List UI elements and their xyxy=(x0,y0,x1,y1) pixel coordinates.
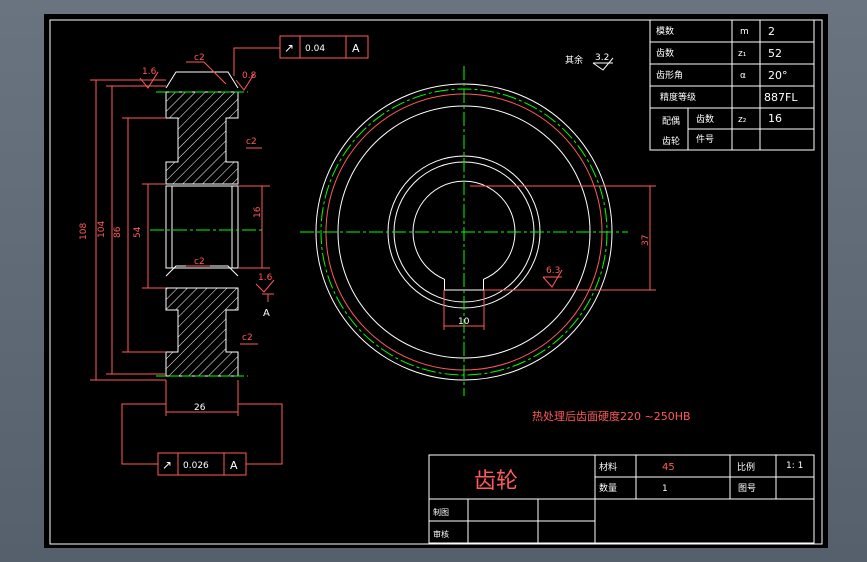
qty-label: 数量 xyxy=(599,482,617,494)
side-section-view xyxy=(150,71,262,377)
param-label-module: 模数 xyxy=(656,25,674,37)
tol-bottom-datum: A xyxy=(230,459,238,472)
param-table xyxy=(649,19,815,151)
param-value-teeth: 52 xyxy=(768,47,782,60)
title-block xyxy=(428,454,815,544)
front-dimension-lines xyxy=(443,185,656,330)
runout-icon-2: ↗ xyxy=(162,458,172,472)
frame-border xyxy=(49,19,823,545)
drawn-label: 制图 xyxy=(433,507,449,517)
dim-keyway-width: 10 xyxy=(458,317,470,327)
part-name: 齿轮 xyxy=(474,469,518,494)
dim-keyway-depth: 37 xyxy=(641,235,651,246)
lower-section xyxy=(165,287,239,377)
upper-section xyxy=(165,91,239,185)
param-label-mating-b: 齿轮 xyxy=(662,135,680,147)
param-value-accuracy: 887FL xyxy=(764,91,798,104)
param-label-mating-a: 配偶 xyxy=(662,115,680,127)
checked-label: 审核 xyxy=(433,529,449,539)
param-label-part-no: 件号 xyxy=(696,133,714,145)
rough-16-top: 1.6 xyxy=(142,67,157,77)
surface-finish-rest: 其余 3.2 xyxy=(565,53,614,71)
drawing-sheet: 模数 m 2 齿数 z₁ 52 齿形角 α 20° 精度等级 887FL 配偶 … xyxy=(44,14,828,548)
runout-icon: ↗ xyxy=(284,41,294,55)
param-label-accuracy: 精度等级 xyxy=(660,91,696,103)
param-symbol-module: m xyxy=(740,27,749,37)
rest-label: 其余 xyxy=(565,54,583,66)
dim-web: 16 xyxy=(253,206,263,218)
gear-drawing: 模数 m 2 齿数 z₁ 52 齿形角 α 20° 精度等级 887FL 配偶 … xyxy=(49,19,823,545)
param-label-angle: 齿形角 xyxy=(656,69,683,81)
param-symbol-angle: α xyxy=(740,71,746,81)
chamfer-bottom: c2 xyxy=(242,333,253,343)
heat-treatment-note: 热处理后齿面硬度220 ~250HB xyxy=(532,409,691,423)
chamfer-top: c2 xyxy=(194,53,205,63)
datum-a-label: A xyxy=(263,308,270,319)
dim-root-dia: 104 xyxy=(97,221,107,238)
param-label-mating-teeth: 齿数 xyxy=(696,113,714,125)
rough-16-bottom: 1.6 xyxy=(258,273,273,283)
rest-value: 3.2 xyxy=(595,53,609,63)
param-label-teeth: 齿数 xyxy=(656,47,674,59)
param-symbol-teeth: z₁ xyxy=(738,49,747,59)
rough-keyway: 6.3 xyxy=(546,266,560,276)
dim-width: 26 xyxy=(194,403,206,413)
tolerance-frame-bottom: ↗ 0.026 A xyxy=(157,452,247,476)
scale-value: 1: 1 xyxy=(786,461,803,471)
dim-outer-dia: 108 xyxy=(79,223,89,240)
param-value-angle: 20° xyxy=(768,69,788,82)
tol-top-datum: A xyxy=(352,42,360,55)
drawing-no-label: 图号 xyxy=(738,483,756,494)
dim-bore-dia: 54 xyxy=(133,226,143,238)
material-label: 材料 xyxy=(599,461,617,473)
param-value-mating: 16 xyxy=(768,112,782,125)
tolerance-frame-top: ↗ 0.04 A xyxy=(279,35,369,59)
tol-bottom-value: 0.026 xyxy=(183,461,209,471)
rough-08: 0.8 xyxy=(242,71,257,81)
front-view xyxy=(300,66,628,396)
side-dimension-lines xyxy=(90,47,283,465)
param-value-module: 2 xyxy=(768,25,775,38)
scale-label: 比例 xyxy=(737,461,755,473)
qty-value: 1 xyxy=(662,484,668,494)
param-symbol-mating: z₂ xyxy=(738,115,747,125)
material-value: 45 xyxy=(662,462,675,473)
chamfer-mid: c2 xyxy=(246,137,257,147)
dim-hub-dia: 86 xyxy=(113,226,123,238)
chamfer-inner: c2 xyxy=(194,257,205,267)
tol-top-value: 0.04 xyxy=(305,44,325,54)
